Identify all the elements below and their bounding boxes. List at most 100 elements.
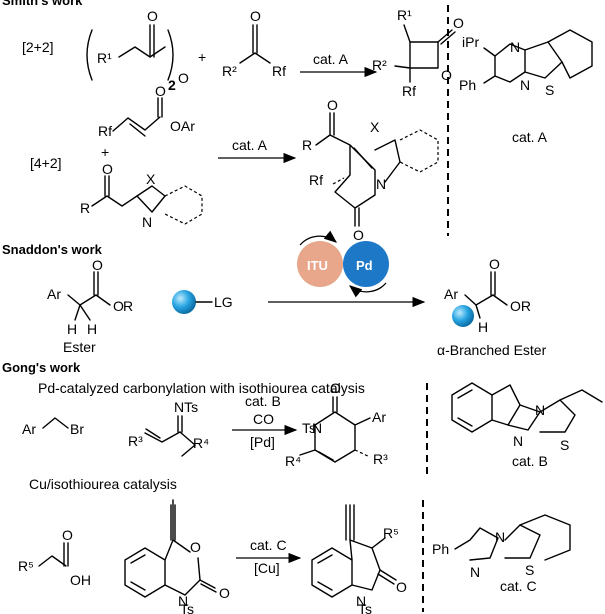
svg-text:R⁵: R⁵ [383,525,399,541]
benzyl-bromide-structure: Ar Br [22,417,84,437]
svg-text:O: O [155,83,166,99]
arrow-label-cat-b: cat. B [245,393,281,409]
beta-lactone-product: R¹ O O R² Rf [372,7,464,99]
svg-text:Ph: Ph [432,541,449,557]
svg-text:H: H [87,321,97,337]
svg-text:Br: Br [70,421,84,437]
svg-text:OR: OR [510,298,531,314]
unsaturated-ester-structure: Rf O OAr [98,83,195,139]
svg-text:R³: R³ [373,451,388,467]
svg-text:O: O [178,70,189,86]
benzoxazinone-structure: O O N Ts [124,499,230,614]
subtitle-pd-carbonylation: Pd-catalyzed carbonylation with isothiou… [38,380,365,396]
cat-b-structure: N N S [451,382,603,453]
plus-sign: + [198,49,206,65]
svg-text:N: N [470,564,480,580]
svg-text:R⁵: R⁵ [18,558,34,574]
arrow-label-pd: [Pd] [250,434,275,450]
arrow-label-cat-a-1: cat. A [313,51,349,67]
svg-text:O: O [396,579,407,595]
svg-text:X: X [370,119,380,135]
svg-text:Rf: Rf [402,83,416,99]
svg-text:OH: OH [70,572,91,588]
itu-pd-catalytic-cycles: ITU Pd [297,230,389,298]
plus-sign-2: + [101,144,109,160]
svg-text:Ar: Ar [47,286,61,302]
svg-text:Pd: Pd [356,258,373,273]
svg-text:Rf: Rf [272,63,286,79]
svg-text:H: H [67,321,77,337]
svg-text:O: O [113,298,124,314]
product-label-alpha-branched: α-Branched Ester [437,342,547,358]
svg-text:R: R [80,200,90,216]
svg-text:O: O [441,67,452,83]
svg-text:Ts: Ts [180,601,194,614]
lg-reagent: LG [172,290,233,314]
svg-text:ITU: ITU [307,258,328,273]
subtitle-cu-isothiourea: Cu/isothiourea catalysis [29,476,177,492]
svg-text:N: N [510,39,520,55]
svg-text:O: O [62,527,73,543]
section-title-snaddon: Snaddon's work [2,242,103,257]
svg-text:H: H [478,319,488,335]
svg-text:S: S [525,562,534,578]
cat-a-structure: iPr Ph N N S [459,29,593,98]
svg-text:X: X [146,171,156,187]
svg-text:Rf: Rf [98,123,112,139]
svg-text:O: O [219,585,230,601]
svg-text:Ph: Ph [459,77,476,93]
svg-text:N: N [513,433,523,449]
svg-text:R³: R³ [128,433,143,449]
svg-text:O: O [92,257,103,273]
arrow-label-cat-c: cat. C [250,537,287,553]
svg-text:Ts: Ts [302,420,316,436]
svg-text:O: O [489,256,500,272]
anhydride-structure: R¹ O 2 O [86,8,189,93]
svg-text:iPr: iPr [462,34,479,50]
carboxylic-acid-structure: R⁵ O OH [18,527,91,588]
section-title-smith: Smith's work [2,0,83,8]
svg-text:N: N [495,529,505,545]
svg-text:LG: LG [214,294,233,310]
svg-text:Ar: Ar [22,421,36,437]
ester-structure: Ar O O R H H [47,257,133,337]
reaction-label-4-2: [4+2] [30,155,62,171]
svg-text:R⁴: R⁴ [193,435,209,451]
svg-text:O: O [190,539,201,555]
svg-text:2: 2 [168,77,176,93]
svg-text:Ar: Ar [372,409,386,425]
alpha-branched-ester-structure: Ar O OR H [444,256,531,335]
svg-text:R²: R² [222,63,237,79]
svg-text:R: R [123,298,133,314]
svg-text:N: N [520,77,530,93]
pd-cycle [343,241,389,287]
dihydropyridone-product: R O Rf N O X [302,97,439,243]
dihydropyridinone-product: O Ts N Ar R³ R⁴ [285,380,388,469]
svg-text:Ar: Ar [444,286,458,302]
cat-c-label: cat. C [500,578,537,594]
cat-b-label: cat. B [512,453,548,469]
arrow-label-cu: [Cu] [254,560,280,576]
svg-text:Ts: Ts [358,601,372,614]
svg-text:R: R [302,137,312,153]
svg-text:OAr: OAr [170,118,195,134]
svg-text:R²: R² [372,57,387,73]
svg-text:O: O [353,227,364,243]
dihydroquinolinone-product: R⁵ O N Ts [311,504,407,614]
svg-text:N: N [142,214,152,230]
ketone-structure: R² O Rf [222,8,286,79]
svg-text:S: S [560,437,569,453]
svg-text:R⁴: R⁴ [285,453,301,469]
section-title-gong: Gong's work [2,360,81,375]
svg-text:O: O [330,380,341,396]
itu-cycle [297,241,343,287]
ketone-benzazole-structure: R O X N [80,161,203,230]
svg-text:R¹: R¹ [97,50,112,66]
svg-text:N: N [376,176,386,192]
svg-text:O: O [102,161,113,177]
cat-a-label: cat. A [512,129,548,145]
ester-label: Ester [63,339,96,355]
svg-text:N: N [178,593,188,609]
svg-text:O: O [147,8,158,24]
